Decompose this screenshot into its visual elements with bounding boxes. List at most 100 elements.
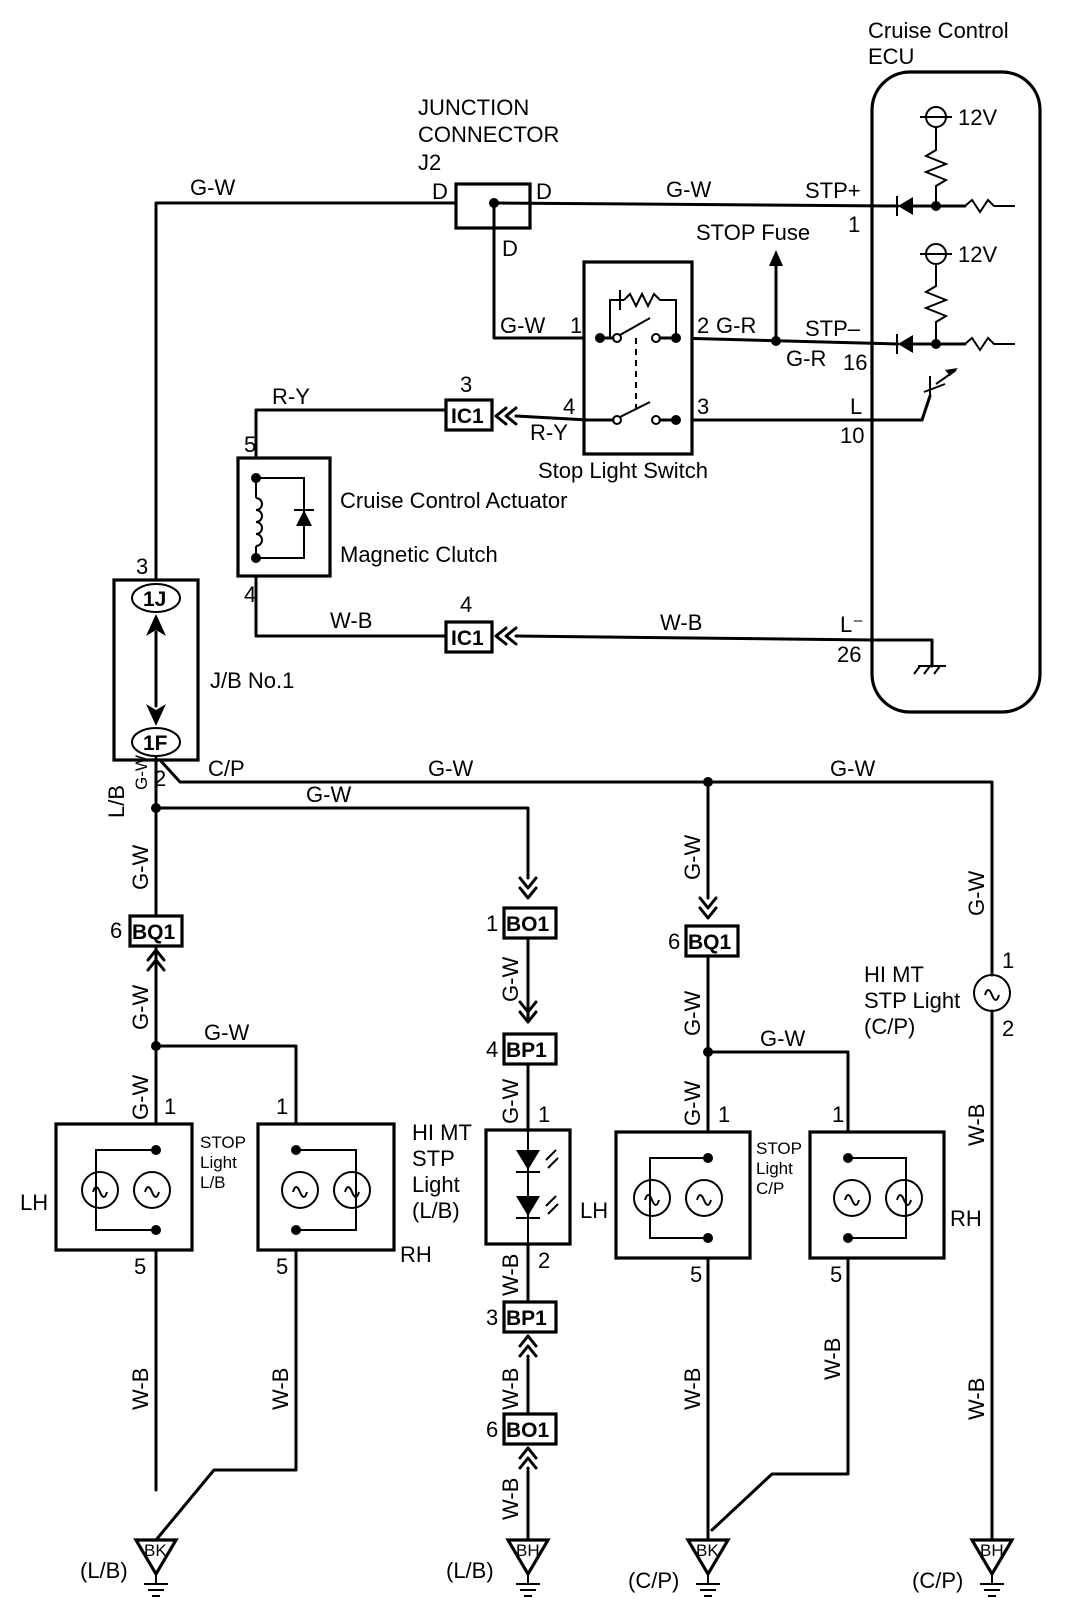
actuator-label2: Magnetic Clutch — [340, 542, 498, 567]
switch-pin4: 4 — [563, 394, 575, 419]
lamp-himt-cp2: STP Light — [864, 988, 960, 1013]
cruise-control-ecu: Cruise Control ECU 12V 12V — [805, 18, 1042, 714]
ground-g2-label: (L/B) — [446, 1558, 494, 1583]
connector-bq1-right-pin: 6 — [668, 929, 680, 954]
connector-bp1-bottom-pin: 3 — [486, 1305, 498, 1330]
ecu-stp-minus-pin: 16 — [843, 350, 867, 375]
switch-pin3: 3 — [697, 394, 709, 419]
ecu-title-line1: Cruise Control — [868, 18, 1009, 43]
cp-stop-lights: G-W BQ1 6 G-W G-W G-W LH 1 5 STOP Light … — [580, 835, 982, 1542]
wire-gw-left-3: G-W — [128, 1075, 153, 1120]
ecu-l: L — [850, 394, 862, 419]
connector-bo1-top-pin: 1 — [486, 911, 498, 936]
stop-light-switch: 1 2 3 4 Stop Light Switch — [538, 260, 709, 483]
wire-gw-cp-3: G-W — [680, 1081, 705, 1126]
switch-pin2: 2 — [697, 313, 709, 338]
wire-gw-top-left: G-W — [190, 175, 235, 200]
left-lb-stop-lights: G-W BQ1 6 G-W G-W G-W LH 1 5 STOP Light … — [20, 845, 432, 1542]
junction-block-no1: 1J 1F 3 2 J/B No.1 — [112, 554, 294, 791]
ground-bk-cp: BK (C/P) — [628, 1538, 731, 1597]
lamp-cp-pin5b: 5 — [830, 1262, 842, 1287]
lamp-cp-pin1b: 1 — [832, 1102, 844, 1127]
wire-gr-switch-out: G-R — [716, 313, 756, 338]
ground-g1-label: (L/B) — [80, 1558, 128, 1583]
wire-gw-mid-2: G-W — [498, 1079, 523, 1124]
lamp-himt-cp1: HI MT — [864, 962, 924, 987]
ground-g4-label: (C/P) — [912, 1568, 963, 1593]
top-wiring: G-W G-W G-W G-R G-R STOP Fuse — [154, 175, 900, 580]
ecu-l-minus: L⁻ — [840, 612, 864, 637]
lamp-cp-rh: RH — [950, 1206, 982, 1231]
switch-pin1: 1 — [570, 313, 582, 338]
lamp-cp-stop2: Light — [756, 1159, 793, 1178]
ecu-stp-plus-pin: 1 — [848, 212, 860, 237]
stop-fuse-label: STOP Fuse — [696, 220, 810, 245]
wire-gw-top-right: G-W — [666, 177, 711, 202]
lamp-himt-lb3: Light — [412, 1172, 460, 1197]
switch-label: Stop Light Switch — [538, 458, 708, 483]
lamp-himt-lb2: STP — [412, 1146, 455, 1171]
lamp-cp-stop3: C/P — [756, 1179, 784, 1198]
ecu-stp-minus: STP– — [805, 316, 861, 341]
wire-gw-lb-branch: G-W — [306, 782, 351, 807]
wire-wb-left-1: W-B — [128, 1368, 153, 1410]
junction-pin-right: D — [536, 179, 552, 204]
jb-pin-top: 3 — [136, 554, 148, 579]
junction-title2: CONNECTOR — [418, 122, 559, 147]
ic1-wiring: IC1 3 R-Y R-Y IC1 4 W-B W-B — [254, 372, 874, 654]
ecu-l-pin: 10 — [840, 423, 864, 448]
lamp-lb-pin5a: 5 — [134, 1254, 146, 1279]
lamp-himt-lb-pin2: 2 — [538, 1248, 550, 1273]
lower-bus: C/P G-W G-W G-W G-W L/B — [104, 755, 994, 1492]
actuator-pin5: 5 — [244, 432, 256, 457]
wire-wb-far-right-2: W-B — [964, 1378, 989, 1420]
wire-gw-mid-1: G-W — [498, 957, 523, 1002]
wire-wb-mid-3: W-B — [498, 1478, 523, 1520]
connector-ic1-top-pin: 3 — [460, 372, 472, 397]
wire-cp: C/P — [208, 756, 245, 781]
junction-connector-j2: JUNCTION CONNECTOR J2 D D D — [418, 95, 559, 261]
connector-ic1-top: IC1 — [451, 405, 484, 428]
wire-gw-cp-branch: G-W — [760, 1026, 805, 1051]
connector-bo1-top: BO1 — [506, 913, 550, 936]
connector-bp1-top: BP1 — [506, 1039, 547, 1062]
wire-wb-mid-1: W-B — [498, 1254, 523, 1296]
connector-ic1-bottom-pin: 4 — [460, 592, 472, 617]
jb-top: 1J — [143, 588, 166, 611]
lamp-himt-lb1: HI MT — [412, 1120, 472, 1145]
wire-wb-far-right-1: W-B — [964, 1104, 989, 1146]
wire-gw-cp-1: G-W — [680, 835, 705, 880]
lamp-cp-pin5a: 5 — [690, 1262, 702, 1287]
wire-gw-left-1: G-W — [128, 845, 153, 890]
cruise-control-actuator: 5 4 Cruise Control Actuator Magnetic Clu… — [236, 432, 567, 607]
junction-id: J2 — [418, 150, 441, 175]
wire-wb-cp-2: W-B — [820, 1338, 845, 1380]
wire-gw-far-right: G-W — [964, 871, 989, 916]
ecu-title-line2: ECU — [868, 44, 914, 69]
connector-bp1-top-pin: 4 — [486, 1037, 498, 1062]
connector-ic1-bottom: IC1 — [451, 627, 484, 650]
wire-wb-mid-2: W-B — [498, 1368, 523, 1410]
wire-gw-left-2: G-W — [128, 985, 153, 1030]
wire-wb-actuator: W-B — [330, 608, 372, 633]
jb-bottom: 1F — [143, 732, 168, 755]
connector-bq1-left-pin: 6 — [110, 918, 122, 943]
wire-gw-jb-vert: G-W — [132, 755, 151, 790]
lamp-lb-stop2: Light — [200, 1153, 237, 1172]
lamp-lb-pin5b: 5 — [276, 1254, 288, 1279]
lamp-himt-cp3: (C/P) — [864, 1014, 915, 1039]
hi-mt-stp-light-cp: G-W 1 2 HI MT STP Light (C/P) W-B W-B — [864, 871, 1014, 1542]
ground-g4-code: BH — [980, 1541, 1004, 1560]
ground-g1-code: BK — [144, 1541, 167, 1560]
ecu-12v-mid: 12V — [958, 242, 997, 267]
wire-gw-bus-mid: G-W — [428, 756, 473, 781]
lamp-lb-pin1a: 1 — [164, 1094, 176, 1119]
connector-bp1-bottom: BP1 — [506, 1307, 547, 1330]
lamp-lb-pin1b: 1 — [276, 1094, 288, 1119]
ground-bh-cp: BH (C/P) — [912, 1538, 1015, 1597]
lamp-lb-lh: LH — [20, 1190, 48, 1215]
ground-bh-lb: BH (L/B) — [446, 1538, 551, 1597]
wire-gr-ecu: G-R — [786, 346, 826, 371]
